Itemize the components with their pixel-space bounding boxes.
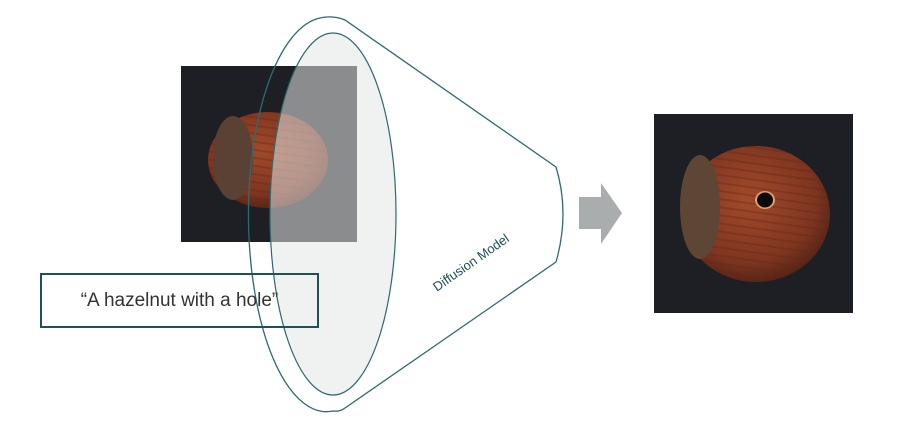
funnel-input-ellipse: [269, 32, 397, 396]
prompt-text: “A hazelnut with a hole”: [80, 289, 279, 311]
arrow-right-icon: [579, 183, 622, 244]
output-image: [654, 114, 853, 313]
text-prompt-box: “A hazelnut with a hole”: [40, 273, 319, 328]
funnel-outline: [247, 16, 564, 413]
